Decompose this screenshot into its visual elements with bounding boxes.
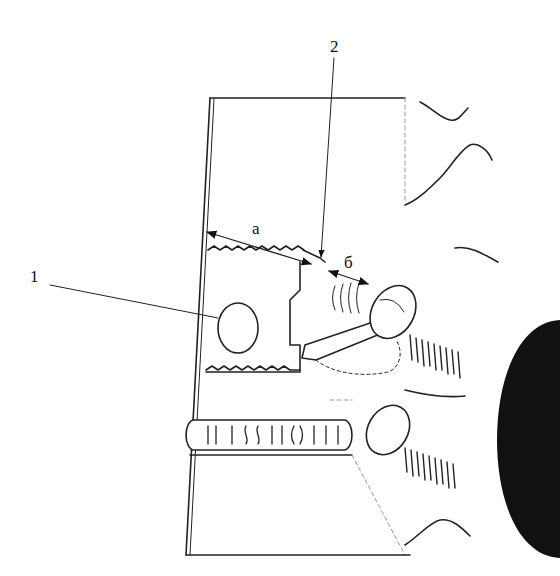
spinal-cord	[497, 320, 560, 558]
vertebra-edge	[352, 455, 405, 555]
cage-endplate	[206, 366, 300, 370]
anterior-border	[190, 99, 214, 555]
vertebra-edge	[330, 400, 352, 401]
leader-line	[50, 285, 218, 318]
vertebra-edge	[210, 97, 405, 99]
posterior-process	[405, 144, 492, 205]
screw-head	[358, 397, 419, 462]
screw-outline	[316, 340, 400, 374]
posterior-process	[420, 102, 468, 120]
posterior-process	[405, 520, 470, 545]
callout-number: 1	[30, 268, 39, 285]
dimension-label: а	[252, 220, 260, 237]
cage-outline	[206, 262, 300, 372]
plate-hatch	[208, 426, 338, 444]
screw-head	[380, 299, 404, 312]
cage-endplate	[208, 246, 325, 262]
vertebra-edge	[405, 98, 406, 200]
leader-line	[321, 58, 334, 257]
vertebra-edge	[186, 554, 410, 556]
dimension-arrow	[329, 271, 368, 284]
dimension-label: б	[344, 254, 353, 271]
anterior-border	[186, 98, 210, 555]
posterior-process	[405, 390, 465, 397]
hatch	[410, 335, 460, 378]
hatch	[405, 448, 455, 488]
callout-number: 2	[330, 38, 339, 55]
bone-arcs	[333, 283, 360, 313]
posterior-process	[455, 247, 498, 262]
cage-window	[218, 303, 258, 353]
screw-head	[361, 277, 425, 346]
plate	[186, 420, 352, 450]
vertebra-edge	[190, 454, 352, 456]
